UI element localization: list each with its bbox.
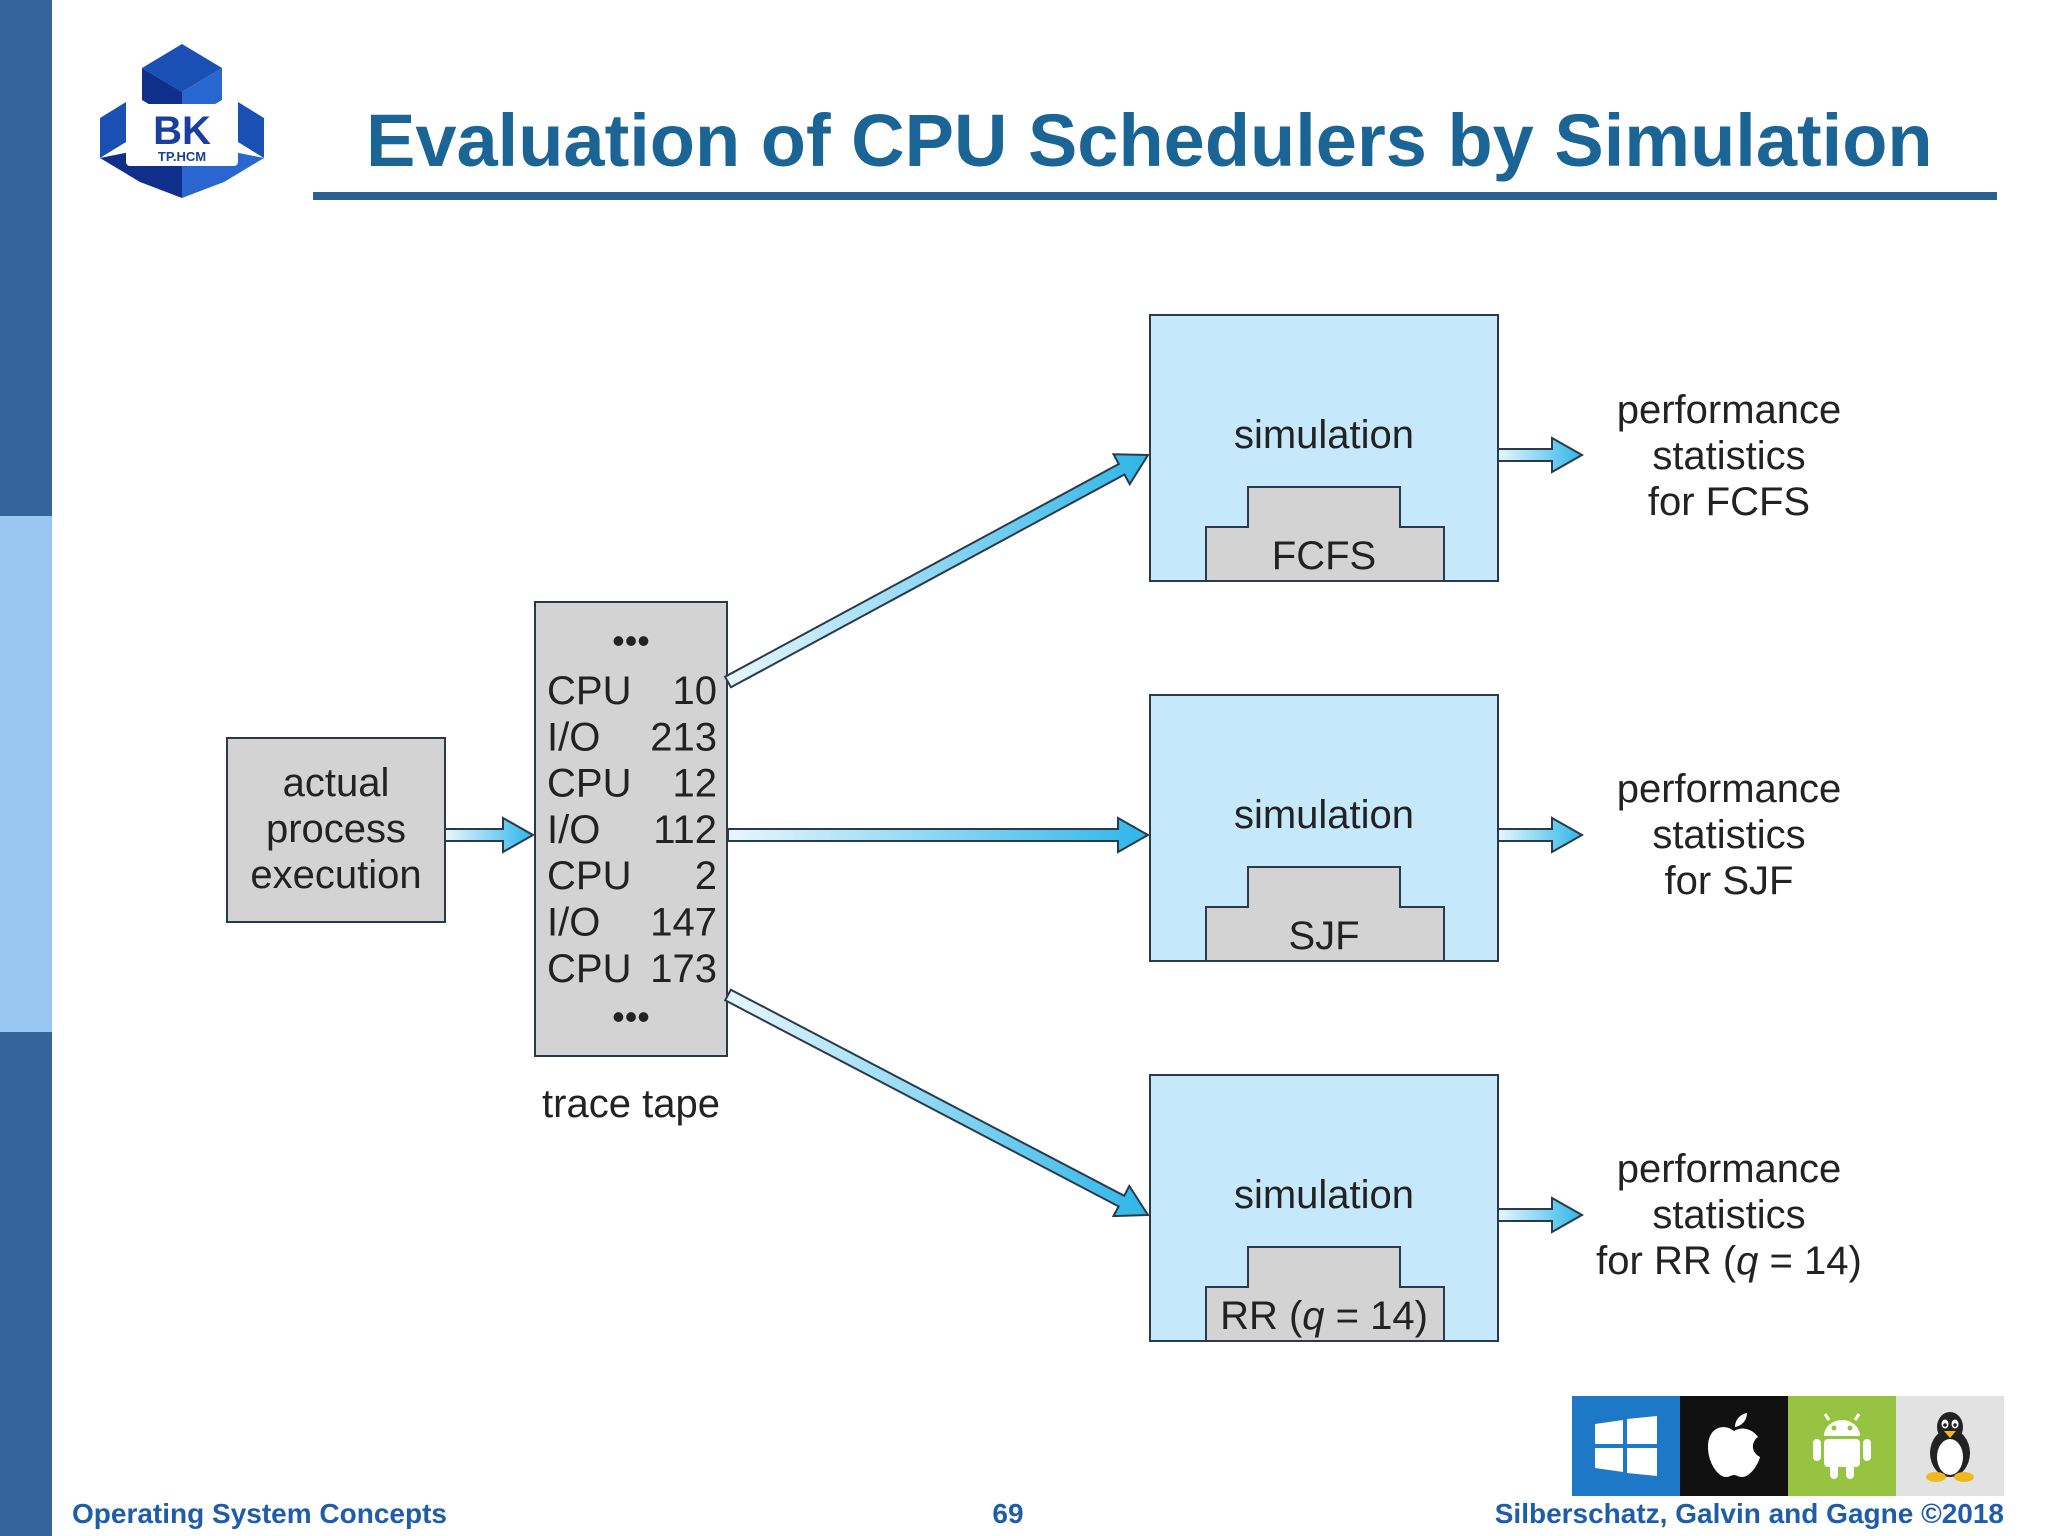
trace-tape-op: CPU — [547, 762, 631, 806]
sidebar-band-middle — [0, 516, 52, 1032]
slide-title: Evaluation of CPU Schedulers by Simulati… — [366, 99, 1933, 182]
performance-statistics-label: performance — [1617, 388, 1842, 432]
process-execution-label: execution — [250, 853, 421, 897]
trace-tape-op: CPU — [547, 854, 631, 898]
trace-tape-value: 173 — [650, 947, 717, 991]
trace-tape-ellipsis-top: ••• — [612, 620, 650, 661]
title-underline — [313, 192, 1997, 200]
simulation-label: simulation — [1234, 413, 1414, 457]
sidebar-band-top — [0, 0, 52, 516]
scheduler-block — [1205, 486, 1445, 582]
arrow-tape-to-simulation — [723, 453, 1150, 689]
performance-statistics-label: statistics — [1652, 1193, 1805, 1237]
scheduler-block — [1205, 866, 1445, 962]
scheduler-label: FCFS — [1272, 534, 1376, 578]
simulation-label: simulation — [1234, 793, 1414, 837]
footer-copyright: Silberschatz, Galvin and Gagne ©2018 — [1494, 1498, 2004, 1529]
process-execution-label: process — [266, 807, 406, 851]
arrow-tape-to-simulation — [723, 988, 1150, 1218]
trace-tape-caption: trace tape — [542, 1082, 720, 1126]
trace-tape-op: CPU — [547, 947, 631, 991]
simulation-label: simulation — [1234, 1173, 1414, 1217]
process-execution-label: actual — [283, 761, 390, 805]
footer-page-number: 69 — [992, 1498, 1024, 1529]
svg-text:TP.HCM: TP.HCM — [158, 149, 206, 164]
trace-tape-op: I/O — [547, 808, 600, 852]
apple-icon — [1680, 1396, 1788, 1496]
sidebar-band-bottom — [0, 1032, 52, 1536]
svg-text:BK: BK — [153, 109, 211, 153]
trace-tape-value: 213 — [650, 715, 717, 759]
process-execution-box — [226, 737, 446, 923]
performance-statistics-label: for SJF — [1665, 859, 1794, 903]
arrow-process-to-tape — [444, 816, 536, 854]
trace-tape-op: CPU — [547, 669, 631, 713]
performance-statistics-label: statistics — [1652, 434, 1805, 478]
performance-statistics-label: performance — [1617, 1147, 1842, 1191]
arrow-tape-to-simulation — [727, 816, 1151, 854]
performance-statistics-label: statistics — [1652, 813, 1805, 857]
trace-tape-value: 2 — [695, 854, 717, 898]
arrow-simulation-to-stats — [1497, 436, 1585, 474]
trace-tape-value: 10 — [673, 669, 718, 713]
android-icon — [1788, 1396, 1896, 1496]
trace-tape-op: I/O — [547, 901, 600, 945]
performance-statistics-label: performance — [1617, 767, 1842, 811]
performance-statistics-label: for FCFS — [1648, 480, 1810, 524]
trace-tape-ellipsis-bottom: ••• — [612, 996, 650, 1037]
arrow-simulation-to-stats — [1497, 1196, 1585, 1234]
performance-statistics-label: for RR (q = 14) — [1596, 1239, 1862, 1283]
linux-icon — [1896, 1396, 2004, 1496]
windows-icon — [1572, 1396, 1680, 1496]
trace-tape-box — [534, 601, 728, 1057]
trace-tape-value: 112 — [653, 808, 717, 852]
os-logos — [1572, 1396, 2004, 1496]
trace-tape-op: I/O — [547, 715, 600, 759]
footer-course-title: Operating System Concepts — [72, 1498, 447, 1529]
trace-tape-value: 12 — [673, 762, 718, 806]
scheduler-label: SJF — [1288, 914, 1359, 958]
arrow-simulation-to-stats — [1497, 816, 1585, 854]
trace-tape-value: 147 — [650, 901, 717, 945]
scheduler-label: RR (q = 14) — [1220, 1294, 1428, 1338]
scheduler-block — [1205, 1246, 1445, 1342]
bk-logo: BK TP.HCM — [100, 44, 264, 198]
